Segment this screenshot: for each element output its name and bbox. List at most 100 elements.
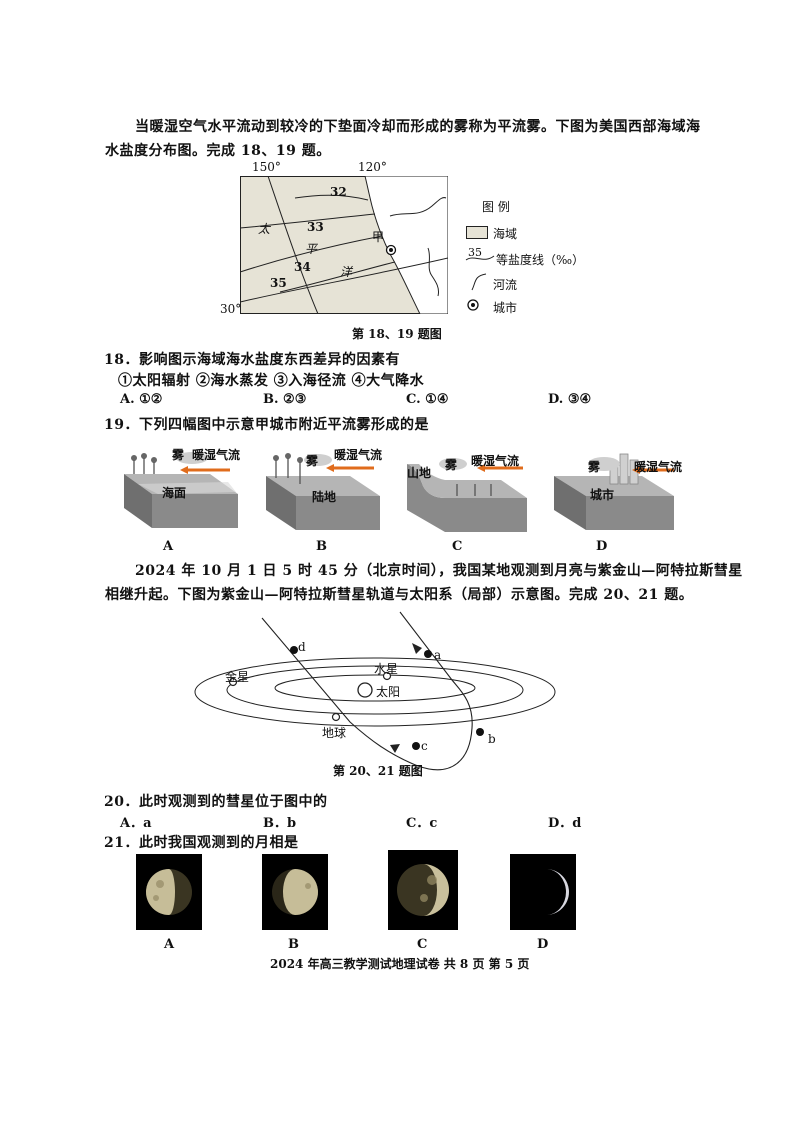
orbit-label-d: d <box>298 640 306 654</box>
moon-phase-c[interactable] <box>388 850 458 930</box>
ocean-label-ping: 平 <box>305 242 318 256</box>
intro-18-line1: 当暖湿空气水平流动到较冷的下垫面冷却而形成的雾称为平流雾。下图为美国西部海域海 <box>135 119 701 135</box>
panel-c-fog: 雾 <box>445 458 458 472</box>
coastline <box>364 176 448 314</box>
map-lon-120: 120° <box>358 160 387 174</box>
q21-label-a: A <box>164 937 175 952</box>
isoline-33 <box>240 213 376 229</box>
panel-d-air: 暖湿气流 <box>634 460 683 474</box>
comet-position-d <box>290 646 298 654</box>
legend-river-label: 河流 <box>493 278 518 292</box>
orbit-label-venus: 金星 <box>225 670 250 684</box>
q21-label-b: B <box>288 937 299 952</box>
q21-label-d: D <box>537 937 549 952</box>
legend-isoline-label: 等盐度线（‰） <box>496 253 585 267</box>
panel-d-fog: 雾 <box>588 460 601 474</box>
map-lon-150: 150° <box>252 160 281 174</box>
q20-option-d[interactable]: D．d <box>548 816 582 831</box>
q19-stem: 19．下列四幅图中示意甲城市附近平流雾形成的是 <box>104 417 429 433</box>
iso-label-33: 33 <box>307 220 324 234</box>
q21-stem: 21．此时我国观测到的月相是 <box>104 835 299 851</box>
legend-city-icon <box>467 299 479 311</box>
panel-a-surface: 海面 <box>162 486 187 500</box>
orbit-label-earth: 地球 <box>322 726 347 740</box>
legend-river-icon <box>471 273 487 291</box>
panel-a-block <box>124 452 238 528</box>
legend-sea-swatch <box>466 226 488 239</box>
q19-panel-d[interactable]: 雾 暖湿气流 城市 <box>550 444 682 536</box>
river <box>389 197 447 217</box>
ocean-label-yang: 洋 <box>340 265 353 279</box>
isoline-35 <box>279 261 396 293</box>
orbit-caption: 第 20、21 题图 <box>333 764 423 778</box>
q19-label-c: C <box>452 539 463 554</box>
panel-c-surface: 山地 <box>407 466 432 480</box>
earth-orbit <box>194 657 556 727</box>
comet-path <box>261 611 473 771</box>
map-caption: 第 18、19 题图 <box>352 327 442 341</box>
intro-20-line1: 2024 年 10 月 1 日 5 时 45 分（北京时间），我国某地观测到月亮… <box>135 563 743 579</box>
venus-orbit <box>226 665 524 715</box>
orbit-label-c: c <box>421 739 428 753</box>
legend-isoline-icon <box>465 255 495 261</box>
intro-20-line2: 相继升起。下图为紫金山—阿特拉斯彗星轨道与太阳系（局部）示意图。完成 20、21… <box>105 587 694 603</box>
q19-label-b: B <box>316 539 327 554</box>
q18-option-d[interactable]: D. ③④ <box>548 392 592 407</box>
river <box>427 247 439 297</box>
legend-city-label: 城市 <box>493 301 518 315</box>
comet-orbit-diagram <box>194 611 556 771</box>
panel-b-block <box>266 453 380 530</box>
city-label-jia: 甲 <box>372 230 385 244</box>
orbit-label-sun: 太阳 <box>376 685 401 699</box>
panel-d-surface: 城市 <box>590 488 615 502</box>
moon-phase-b[interactable] <box>262 854 328 930</box>
panel-c-air: 暖湿气流 <box>471 454 520 468</box>
q21-label-c: C <box>417 937 428 952</box>
q20-option-c[interactable]: C．c <box>406 816 438 831</box>
iso-label-32: 32 <box>330 185 347 199</box>
q19-panel-a[interactable]: 雾 暖湿气流 海面 <box>118 444 244 536</box>
panel-b-surface: 陆地 <box>312 490 337 504</box>
panel-b-air: 暖湿气流 <box>334 448 383 462</box>
mercury-marker <box>382 671 392 681</box>
orbit-label-b: b <box>488 732 496 746</box>
q19-panel-b[interactable]: 雾 暖湿气流 陆地 <box>262 444 388 536</box>
orbit-label-mercury: 水星 <box>374 662 399 676</box>
panel-c-block <box>407 458 527 532</box>
q19-panel-c[interactable]: 雾 暖湿气流 山地 <box>405 444 535 536</box>
moon-phase-d[interactable] <box>510 854 576 930</box>
q20-stem: 20．此时观测到的彗星位于图中的 <box>104 794 328 810</box>
legend-sea-label: 海域 <box>493 227 518 241</box>
comet-position-c <box>412 742 420 750</box>
map-lat-30: 30° <box>220 302 242 316</box>
iso-label-34: 34 <box>294 260 311 274</box>
comet-position-b <box>476 728 484 736</box>
q18-stem: 18．影响图示海域海水盐度东西差异的因素有 <box>104 352 400 368</box>
q18-option-b[interactable]: B. ②③ <box>263 392 307 407</box>
orbit-label-a: a <box>434 648 442 662</box>
mercury-orbit <box>274 674 476 702</box>
q20-option-b[interactable]: B．b <box>263 816 297 831</box>
iso-label-35: 35 <box>270 276 287 290</box>
panel-a-air: 暖湿气流 <box>192 448 241 462</box>
page-footer: 2024 年高三教学测试地理试卷 共 8 页 第 5 页 <box>270 957 530 971</box>
ocean-label-tai: 太 <box>258 222 271 236</box>
q18-option-c[interactable]: C. ①④ <box>406 392 449 407</box>
sun-marker <box>357 682 373 698</box>
intro-18-line2: 水盐度分布图。完成 18、19 题。 <box>105 143 331 159</box>
panel-b-fog: 雾 <box>306 454 319 468</box>
panel-a-fog: 雾 <box>172 448 185 462</box>
q19-label-d: D <box>596 539 608 554</box>
q20-option-a[interactable]: A．a <box>120 816 152 831</box>
moon-phase-a[interactable] <box>136 854 202 930</box>
venus-marker <box>228 677 238 687</box>
q18-factors: ①太阳辐射 ②海水蒸发 ③入海径流 ④大气降水 <box>118 373 425 389</box>
legend-iso-value: 35 <box>468 246 482 259</box>
earth-marker <box>331 712 341 722</box>
isoline-34 <box>240 235 383 273</box>
legend-title: 图 例 <box>482 200 510 214</box>
panel-d-block <box>554 453 674 530</box>
q18-option-a[interactable]: A. ①② <box>120 392 163 407</box>
isoline-32 <box>294 194 369 201</box>
q19-label-a: A <box>163 539 174 554</box>
